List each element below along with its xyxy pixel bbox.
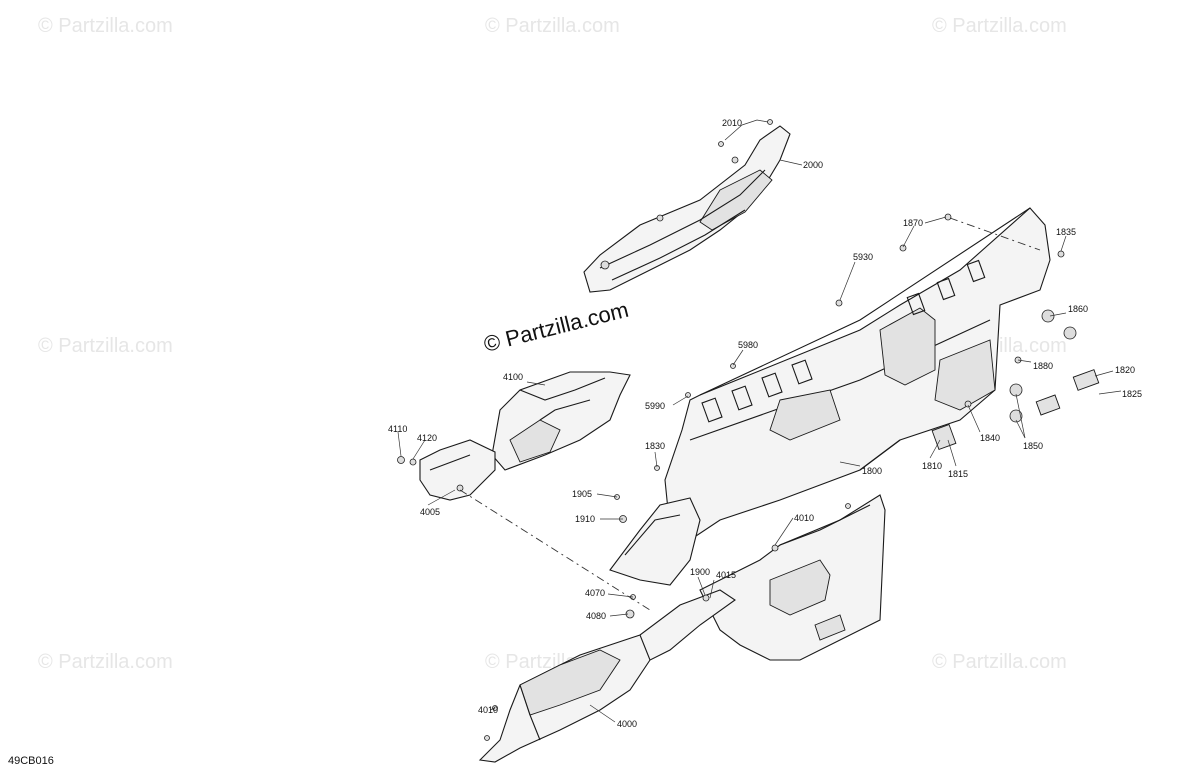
callout-1815: 1815	[948, 469, 968, 479]
callout-4000: 4000	[617, 719, 637, 729]
assembly-dashed-line	[459, 489, 651, 611]
watermark: © Partzilla.com	[38, 15, 173, 37]
callout-5980: 5980	[738, 340, 758, 350]
part-4100-duct	[491, 371, 631, 471]
callout-1850: 1850	[1023, 441, 1043, 451]
callout-4120: 4120	[417, 433, 437, 443]
watermark-group: © Partzilla.com © Partzilla.com © Partzi…	[38, 15, 1067, 673]
callout-4010-lower: 4010	[478, 705, 498, 715]
watermark: © Partzilla.com	[932, 15, 1067, 37]
callout-1800: 1800	[862, 466, 882, 476]
callout-1810: 1810	[922, 461, 942, 471]
callout-1870: 1870	[903, 218, 923, 228]
diagram-code: 49CB016	[8, 755, 54, 767]
callout-1830: 1830	[645, 441, 665, 451]
watermark: © Partzilla.com	[38, 335, 173, 357]
callout-4070: 4070	[585, 588, 605, 598]
callout-2010: 2010	[722, 118, 742, 128]
callout-1825: 1825	[1122, 389, 1142, 399]
part-4120-plate	[397, 439, 496, 501]
callout-1880: 1880	[1033, 361, 1053, 371]
callout-1905: 1905	[572, 489, 592, 499]
callout-labels: 2010 2000 1870 1835 5930 1860 5980 1880 …	[388, 118, 1142, 729]
leader-lines	[397, 119, 1122, 723]
callout-4110: 4110	[388, 424, 407, 434]
callout-4010-upper: 4010	[794, 513, 814, 523]
callout-1860: 1860	[1068, 304, 1088, 314]
callout-4080: 4080	[586, 611, 606, 621]
callout-1910: 1910	[575, 514, 595, 524]
callout-1900: 1900	[690, 567, 710, 577]
watermark: © Partzilla.com	[932, 651, 1067, 673]
callout-1840: 1840	[980, 433, 1000, 443]
callout-4100: 4100	[503, 372, 523, 382]
assembly-dashed-line	[949, 217, 1041, 251]
watermark: © Partzilla.com	[38, 651, 173, 673]
callout-4015: 4015	[716, 570, 736, 580]
callout-4005: 4005	[420, 507, 440, 517]
part-2000-panel	[583, 125, 791, 293]
callout-5930: 5930	[853, 252, 873, 262]
callout-2000: 2000	[803, 160, 823, 170]
callout-5990: 5990	[645, 401, 665, 411]
brand-notice: © Partzilla.com	[481, 297, 631, 357]
part-4010-console	[699, 494, 886, 661]
callout-1820: 1820	[1115, 365, 1135, 375]
callout-1835: 1835	[1056, 227, 1076, 237]
part-1800-dash-frame	[609, 207, 1051, 586]
watermark: © Partzilla.com	[485, 15, 620, 37]
